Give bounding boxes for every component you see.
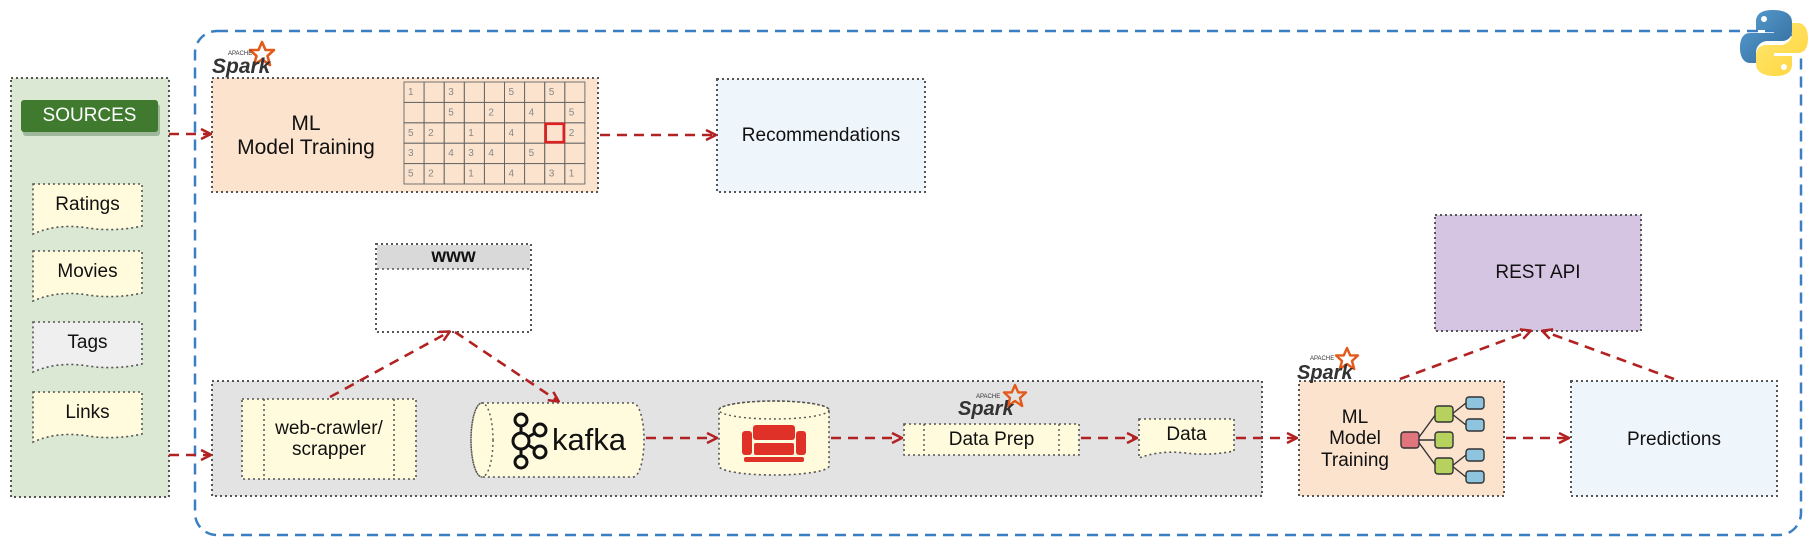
kafka-logo-icon [511,412,548,470]
spark-wordmark: Spark [212,55,272,78]
matrix-value: 5 [448,107,454,118]
stream-ml-title: ML Model Training [1321,407,1389,471]
arrow-crawler-to-www [329,332,449,399]
arrow-predictions-to-rest-api [1543,331,1675,381]
matrix-cell [564,163,586,185]
matrix-value: 5 [549,87,555,98]
rating-matrix: 1 3 5 5 5 2 4 5 5 2 1 4 2 3 4 3 4 5 5 2 1 4 3 1 [403,81,586,185]
matrix-value: 4 [509,169,515,180]
sources-title: SOURCES [42,105,137,127]
www-titlebar [377,245,530,269]
ratings-label: Ratings [55,194,120,216]
data-label: Data [1166,424,1207,446]
matrix-value: 4 [529,107,535,118]
decision-tree-icon [1400,396,1485,484]
matrix-value: 3 [408,148,414,159]
spark-logo-icon [248,40,276,67]
matrix-value: 1 [468,169,474,180]
spark-apache-label: APACHE [1310,356,1334,362]
spark-wordmark: Spark [1297,362,1353,384]
recommendations-box [716,78,926,193]
matrix-value: 3 [448,87,454,98]
rest-api-box [1434,214,1642,332]
predictions-box [1570,380,1778,497]
spark-apache-label: APACHE [976,394,1000,400]
rest-api-label: REST API [1495,262,1581,284]
matrix-value: 5 [408,169,414,180]
spark-wordmark: Spark [958,398,1014,420]
matrix-value: 2 [569,128,575,139]
matrix-value: 4 [488,148,494,159]
spark-logo-icon [1334,346,1360,371]
tags-label: Tags [67,332,108,354]
tags-note [32,321,143,374]
arrow-www-to-kafka [454,330,558,401]
spark-logo-icon [1002,383,1028,408]
movies-label: Movies [57,261,118,283]
matrix-value: 4 [509,128,515,139]
matrix-value: 2 [428,128,434,139]
kafka-label: kafka [551,421,627,457]
web-crawler-box [241,398,417,480]
matrix-value: 1 [408,87,414,98]
matrix-background [404,82,585,184]
links-label: Links [65,402,110,424]
matrix-value: 3 [549,169,555,180]
python-logo-icon [1740,10,1808,76]
matrix-value: 2 [428,169,434,180]
links-note [32,391,143,444]
batch-ml-title: ML Model Training [237,112,375,159]
matrix-value: 4 [448,148,454,159]
matrix-value: 5 [569,107,575,118]
couchdb-logo-icon [742,425,806,462]
recommendations-label: Recommendations [741,125,901,147]
spark-apache-label: APACHE [228,51,252,57]
python-scope-frame [193,29,1803,537]
ratings-note [32,183,143,236]
matrix-value: 5 [408,128,414,139]
arrow-stream-ml-to-rest-api [1399,331,1530,381]
data-prep-label: Data Prep [948,428,1035,450]
matrix-value: 1 [569,169,575,180]
matrix-value: 3 [468,148,474,159]
predictions-label: Predictions [1627,429,1721,451]
web-crawler-label: web-crawler/ scrapper [275,417,383,460]
data-prep-box [903,423,1080,456]
matrix-value: 1 [468,128,474,139]
matrix-value: 5 [529,148,535,159]
sources-badge [21,100,158,132]
movies-note [32,250,143,303]
www-label: www [431,246,476,268]
matrix-highlight-cell [544,122,566,144]
matrix-value: 5 [509,87,515,98]
data-note [1138,418,1235,460]
matrix-value: 2 [488,107,494,118]
